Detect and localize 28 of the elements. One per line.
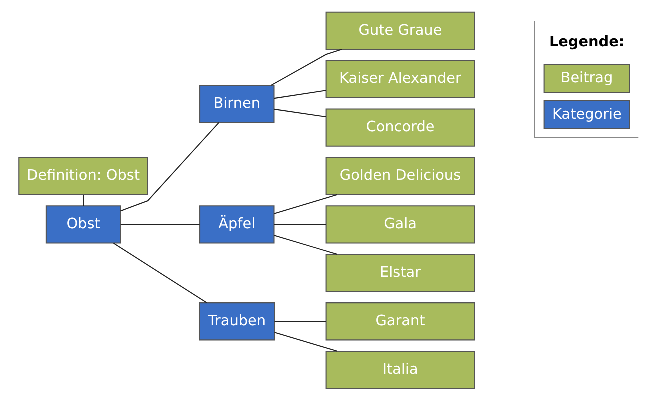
connector: [274, 90, 326, 100]
connector: [274, 332, 338, 352]
connector: [274, 224, 326, 226]
label: Legende:: [549, 34, 625, 51]
node-box: Garant: [326, 302, 476, 341]
node-box: Äpfel: [200, 206, 275, 244]
node-box: Trauben: [199, 302, 276, 341]
connector: [274, 108, 326, 118]
node-box: Obst: [46, 206, 122, 244]
node-box: Golden Delicious: [326, 157, 476, 196]
node-box: Definition: Obst: [18, 157, 148, 196]
connector: [274, 321, 326, 322]
node-box: Italia: [326, 351, 476, 390]
connector: [271, 49, 342, 86]
node-box: Kaiser Alexander: [326, 60, 476, 98]
legend-label: Beitrag: [560, 70, 614, 87]
node-box: Birnen: [200, 85, 275, 124]
connector: [114, 242, 208, 304]
node-box: Concorde: [326, 108, 476, 147]
node-box: Gala: [326, 206, 476, 244]
connector: [120, 224, 200, 226]
node-box: Gute Graue: [326, 12, 476, 50]
connector: [120, 122, 220, 212]
node-box: Elstar: [326, 254, 476, 292]
connector: [274, 235, 338, 256]
legend-label: Kategorie: [552, 106, 622, 123]
connector: [274, 194, 338, 214]
connector: [83, 195, 84, 206]
